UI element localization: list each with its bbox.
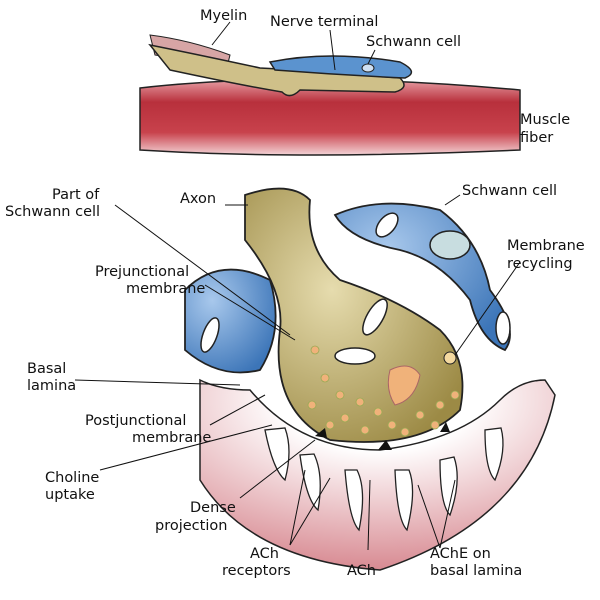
label-dense: Dense xyxy=(190,500,236,516)
recycling-vesicle xyxy=(443,351,457,365)
mitochondria xyxy=(200,212,511,365)
synaptic-vesicles xyxy=(307,345,460,437)
label-ach: ACh xyxy=(347,563,376,579)
label-prejunctional: Prejunctional xyxy=(95,264,189,280)
label-basal-lamina-ache: basal lamina xyxy=(430,563,522,579)
label-schwann-cell-part: Schwann cell xyxy=(5,204,100,220)
label-nerve-terminal: Nerve terminal xyxy=(270,14,378,30)
label-prejunctional-membrane: membrane xyxy=(126,281,205,297)
label-recycling: recycling xyxy=(507,256,573,272)
label-schwann-cell: Schwann cell xyxy=(462,183,557,199)
label-ache-on: AChE on xyxy=(430,546,491,562)
label-lamina: lamina xyxy=(27,378,76,394)
endosome xyxy=(387,365,421,406)
junctional-folds xyxy=(264,427,504,532)
label-schwann-cell-top: Schwann cell xyxy=(366,34,461,50)
label-ach-receptors-1: ACh xyxy=(250,546,279,562)
label-choline: Choline xyxy=(45,470,99,486)
postjunctional-muscle xyxy=(199,378,556,571)
label-muscle: Muscle xyxy=(520,112,570,128)
dense-projections xyxy=(315,422,450,450)
schwann-cell-small xyxy=(268,55,413,79)
label-myelin: Myelin xyxy=(200,8,247,24)
label-basal: Basal xyxy=(27,361,66,377)
label-ach-receptors-2: receptors xyxy=(222,563,291,579)
label-fiber: fiber xyxy=(520,130,553,146)
overview-illustration: Myelin Nerve terminal Schwann cell Muscl… xyxy=(139,8,570,156)
label-axon: Axon xyxy=(180,191,216,207)
leader-lines xyxy=(74,194,521,551)
label-membrane: Membrane xyxy=(507,238,585,254)
label-uptake: uptake xyxy=(45,487,95,503)
label-postjunctional: Postjunctional xyxy=(85,413,186,429)
label-projection: projection xyxy=(155,518,227,534)
label-postjunctional-membrane: membrane xyxy=(132,430,211,446)
detail-illustration: Part of Schwann cell Axon Schwann cell M… xyxy=(5,183,585,579)
label-part-of: Part of xyxy=(52,187,100,203)
